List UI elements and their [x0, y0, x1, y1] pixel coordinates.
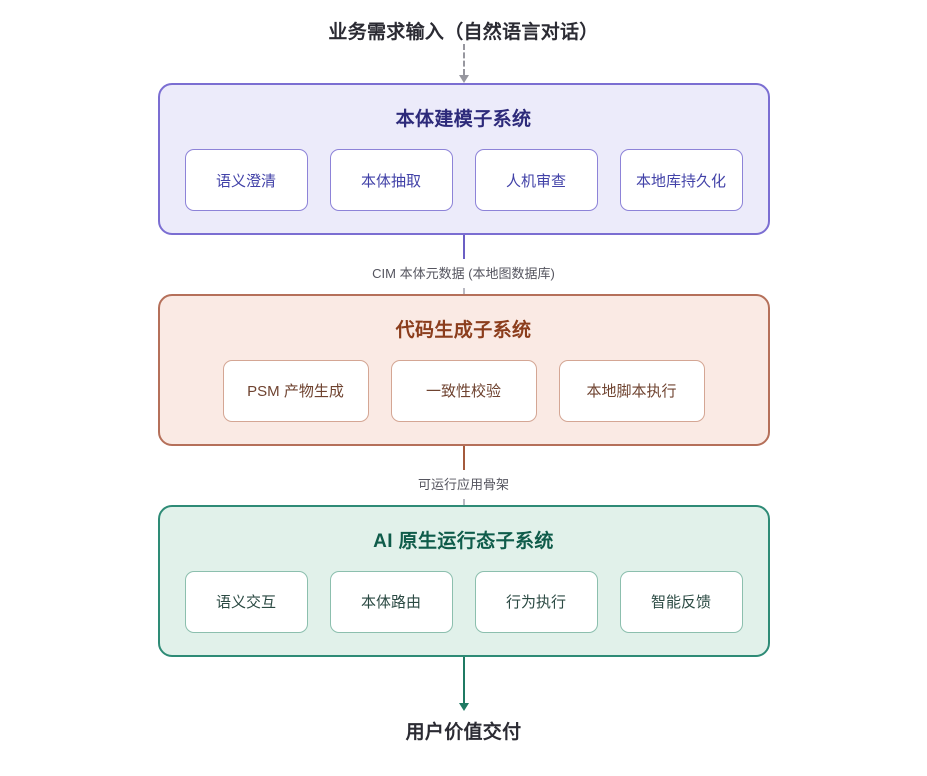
module-card[interactable]: 人机审查 — [474, 149, 598, 211]
module-row-codegen: PSM 产物生成 一致性校验 本地脚本执行 — [180, 359, 748, 422]
subsystem-code-generation[interactable]: 代码生成子系统 PSM 产物生成 一致性校验 本地脚本执行 — [157, 293, 770, 446]
input-arrow-head — [458, 75, 469, 83]
module-row-runtime: 语义交互 本体路由 行为执行 智能反馈 — [180, 570, 748, 633]
subsystem-ai-native-runtime-title: AI 原生运行态子系统 — [373, 530, 554, 552]
module-row-ontology: 语义澄清 本体抽取 人机审查 本地库持久化 — [180, 149, 748, 211]
subsystem-ontology-modeling[interactable]: 本体建模子系统 语义澄清 本体抽取 人机审查 本地库持久化 — [157, 83, 770, 235]
connector-label-runnable-skeleton: 可运行应用骨架 — [417, 476, 509, 492]
connector-line-upper — [462, 235, 465, 259]
connector-line-lower — [462, 498, 465, 505]
connector-runnable-skeleton: 可运行应用骨架 — [0, 445, 927, 505]
module-card[interactable]: 本体路由 — [329, 570, 453, 633]
connector-cim-metadata: CIM 本体元数据 (本地图数据库) — [0, 235, 927, 294]
output-arrow-head — [458, 702, 469, 711]
module-card[interactable]: 一致性校验 — [390, 359, 537, 422]
connector-line-upper — [462, 445, 465, 470]
module-card[interactable]: 语义澄清 — [184, 149, 308, 211]
connector-label-cim-metadata: CIM 本体元数据 (本地图数据库) — [372, 266, 555, 281]
module-card[interactable]: 本地库持久化 — [619, 149, 743, 211]
output-label: 用户价值交付 — [405, 721, 522, 743]
subsystem-ontology-modeling-title: 本体建模子系统 — [395, 109, 532, 130]
connector-input — [0, 44, 927, 83]
module-card[interactable]: 本地脚本执行 — [558, 359, 705, 422]
input-arrow-line — [462, 44, 465, 75]
module-card[interactable]: 行为执行 — [474, 570, 598, 633]
subsystem-code-generation-title: 代码生成子系统 — [395, 319, 532, 341]
module-card[interactable]: PSM 产物生成 — [222, 359, 369, 422]
connector-output — [0, 656, 927, 711]
module-card[interactable]: 本体抽取 — [329, 149, 453, 211]
connector-line-lower — [462, 287, 465, 294]
input-label: 业务需求输入（自然语言对话） — [328, 22, 599, 43]
module-card[interactable]: 语义交互 — [184, 570, 308, 633]
subsystem-ai-native-runtime[interactable]: AI 原生运行态子系统 语义交互 本体路由 行为执行 智能反馈 — [157, 504, 770, 657]
output-arrow-line — [462, 656, 465, 703]
module-card[interactable]: 智能反馈 — [619, 570, 743, 633]
